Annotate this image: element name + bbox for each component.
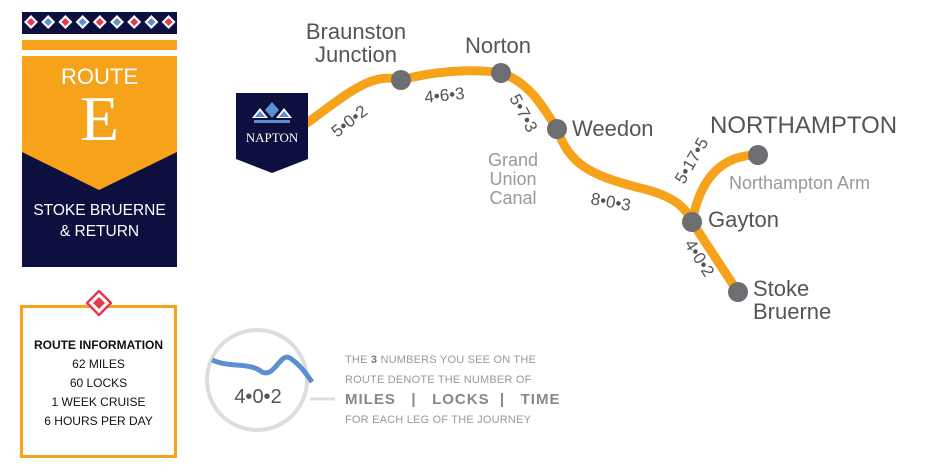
- place-norton: Norton: [465, 33, 532, 58]
- diamond-icon: [86, 290, 112, 316]
- pattern-border: [22, 12, 177, 34]
- canal-route: [295, 66, 697, 227]
- stoke-route: [687, 217, 743, 297]
- legend-line-4: FOR EACH LEG OF THE JOURNEY: [345, 414, 532, 426]
- legend-sample: 4•0•2: [205, 328, 335, 432]
- route-word: ROUTE: [61, 64, 138, 89]
- node-northampton: [748, 145, 768, 165]
- legend-text-part: THE: [345, 354, 371, 366]
- leg-label: 4•6•3: [423, 84, 465, 107]
- legend-sep: |: [499, 391, 506, 408]
- destination-line-2: & RETURN: [59, 223, 140, 240]
- legend-text-part: NUMBERS YOU SEE ON THE: [377, 354, 537, 366]
- route-info-miles: 62 MILES: [72, 357, 125, 371]
- leg-label: 8•0•3: [589, 189, 632, 215]
- legend-miles: MILES: [345, 391, 396, 408]
- node-stoke-bruerne: [728, 282, 748, 302]
- place-label: Bruerne: [753, 299, 832, 324]
- legend-text: THE 3 NUMBERS YOU SEE ON THE ROUTE DENOT…: [345, 350, 560, 430]
- node-braunston: [391, 70, 411, 90]
- route-banner: [22, 12, 177, 267]
- route-info-duration: 1 WEEK CRUISE: [51, 395, 146, 409]
- legend-sep: |: [411, 391, 417, 408]
- destination-line-1: STOKE BRUERNE: [33, 202, 166, 219]
- route-info-locks: 60 LOCKS: [69, 376, 128, 390]
- place-stoke-bruerne: Stoke Bruerne: [753, 277, 831, 323]
- napton-badge: NAPTON: [236, 93, 308, 173]
- route-info-hours: 6 HOURS PER DAY: [44, 414, 153, 428]
- node-gayton: [682, 212, 702, 232]
- destination-title: STOKE BRUERNE & RETURN: [22, 200, 177, 242]
- legend-locks: LOCKS: [432, 391, 490, 408]
- canal-label: Grand: [487, 150, 539, 170]
- place-label: Braunston: [305, 19, 407, 44]
- napton-label: NAPTON: [246, 130, 299, 145]
- legend-sample-label: 4•0•2: [234, 386, 281, 408]
- place-northampton: NORTHAMPTON: [710, 112, 898, 139]
- place-braunston-junction: Braunston Junction: [296, 20, 416, 66]
- route-info: ROUTE INFORMATION 62 MILES 60 LOCKS 1 WE…: [23, 336, 174, 431]
- legend-number: 3: [370, 354, 378, 366]
- legend-line-2: ROUTE DENOTE THE NUMBER OF: [345, 374, 532, 386]
- node-norton: [491, 63, 511, 83]
- legend-time: TIME: [520, 391, 561, 408]
- northampton-arm-route: [687, 150, 763, 227]
- place-northampton-arm: Northampton Arm: [729, 173, 871, 193]
- node-weedon: [547, 119, 567, 139]
- place-label: Junction: [315, 42, 397, 67]
- place-label: Stoke: [753, 276, 810, 301]
- route-info-title: ROUTE INFORMATION: [33, 338, 164, 352]
- place-weedon: Weedon: [572, 116, 654, 141]
- place-gayton: Gayton: [708, 207, 779, 232]
- canal-label: Canal: [489, 188, 537, 208]
- route-letter: E: [79, 83, 120, 154]
- canal-name: Grand Union Canal: [478, 151, 548, 208]
- canal-label: Union: [489, 169, 537, 189]
